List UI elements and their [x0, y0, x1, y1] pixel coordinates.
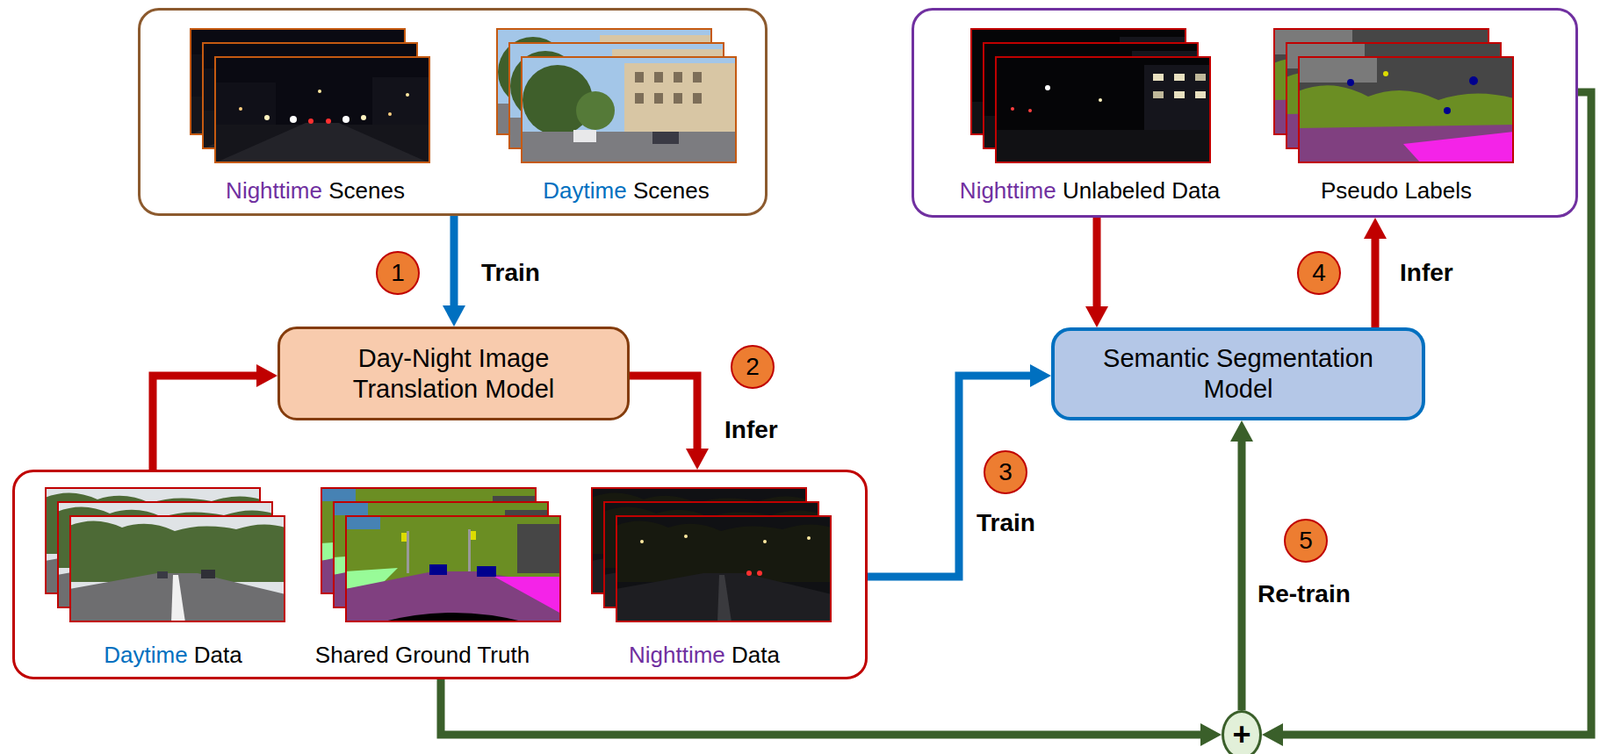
input-group: Nighttime Scenes Daytime Scenes	[137, 7, 768, 217]
accent-word: Daytime	[542, 177, 627, 204]
image-caption: Daytime Data	[103, 642, 243, 670]
box-label: Semantic Segmentation Model	[1070, 343, 1406, 405]
accent-word: Nighttime	[628, 641, 726, 669]
image-frame	[615, 515, 832, 623]
accent-word: Nighttime	[959, 177, 1057, 204]
night-unlabeled-stack	[970, 28, 1211, 164]
process-box: Day-Night Image Translation Model	[277, 326, 630, 421]
flow-arrow	[440, 679, 1222, 747]
arrow-head	[685, 448, 709, 470]
image-caption: Daytime Scenes	[542, 178, 709, 205]
night-data-stack	[590, 487, 832, 623]
image-frame	[520, 56, 737, 164]
accent-word: Daytime	[103, 641, 188, 669]
image-caption: Pseudo Labels	[1320, 178, 1472, 205]
arrow-line	[629, 375, 698, 451]
arrow-head	[1030, 364, 1052, 388]
edge-label: Train	[976, 510, 1036, 538]
arrow-head	[1261, 723, 1283, 747]
ground-truth-stack	[320, 487, 562, 623]
arrow-line	[440, 679, 1203, 736]
edge-label: Infer	[724, 417, 779, 445]
night-scenes-stack	[189, 28, 431, 164]
box-label: Day-Night Image Translation Model	[296, 343, 611, 405]
callout-number: 2	[730, 345, 775, 390]
flow-arrow	[1085, 217, 1109, 328]
image-frame	[214, 56, 431, 164]
flow-arrow	[1363, 217, 1387, 328]
image-caption: Nighttime Data	[628, 642, 780, 670]
arrow-head	[256, 364, 278, 388]
day-scenes-stack	[496, 28, 737, 164]
process-box: Semantic Segmentation Model	[1051, 327, 1426, 421]
image-frame	[345, 515, 562, 623]
image-frame	[1297, 56, 1514, 164]
arrow-line	[450, 216, 459, 308]
arrow-line	[1238, 439, 1247, 711]
arrow-head	[1085, 306, 1109, 328]
flow-arrow	[1230, 420, 1254, 711]
arrow-head	[1200, 723, 1222, 747]
arrow-line	[867, 375, 1032, 577]
image-caption: Nighttime Unlabeled Data	[959, 178, 1220, 205]
arrow-head	[1363, 217, 1387, 239]
callout-number: 5	[1283, 518, 1328, 563]
callout-number: 3	[983, 450, 1028, 495]
arrow-line	[1371, 237, 1380, 328]
flow-arrow	[442, 216, 466, 327]
sum-circle: +	[1221, 710, 1262, 754]
data-group: Nighttime Unlabeled Data Pseudo Labels	[911, 7, 1579, 218]
arrow-line	[152, 375, 259, 470]
callout-number: 1	[375, 251, 420, 296]
image-frame	[69, 515, 286, 623]
callout-number: 4	[1297, 251, 1341, 296]
arrow-head	[442, 305, 466, 327]
accent-word: Nighttime	[225, 177, 323, 204]
flow-arrow	[152, 364, 278, 470]
flow-arrow	[867, 364, 1052, 577]
box-label: +	[1232, 719, 1251, 751]
edge-label: Train	[481, 259, 541, 288]
edge-label: Re-train	[1257, 581, 1351, 609]
edge-label: Infer	[1399, 259, 1454, 288]
data-group: Daytime Data Shared Ground Truth Nighttime…	[12, 469, 868, 680]
arrow-line	[1093, 217, 1102, 309]
image-caption: Nighttime Scenes	[225, 178, 405, 205]
day-data-stack	[44, 487, 286, 623]
image-frame	[994, 56, 1211, 164]
pseudo-labels-stack	[1273, 28, 1514, 164]
image-caption: Shared Ground Truth	[315, 642, 530, 670]
arrow-head	[1230, 420, 1254, 442]
flow-arrow	[629, 375, 709, 470]
